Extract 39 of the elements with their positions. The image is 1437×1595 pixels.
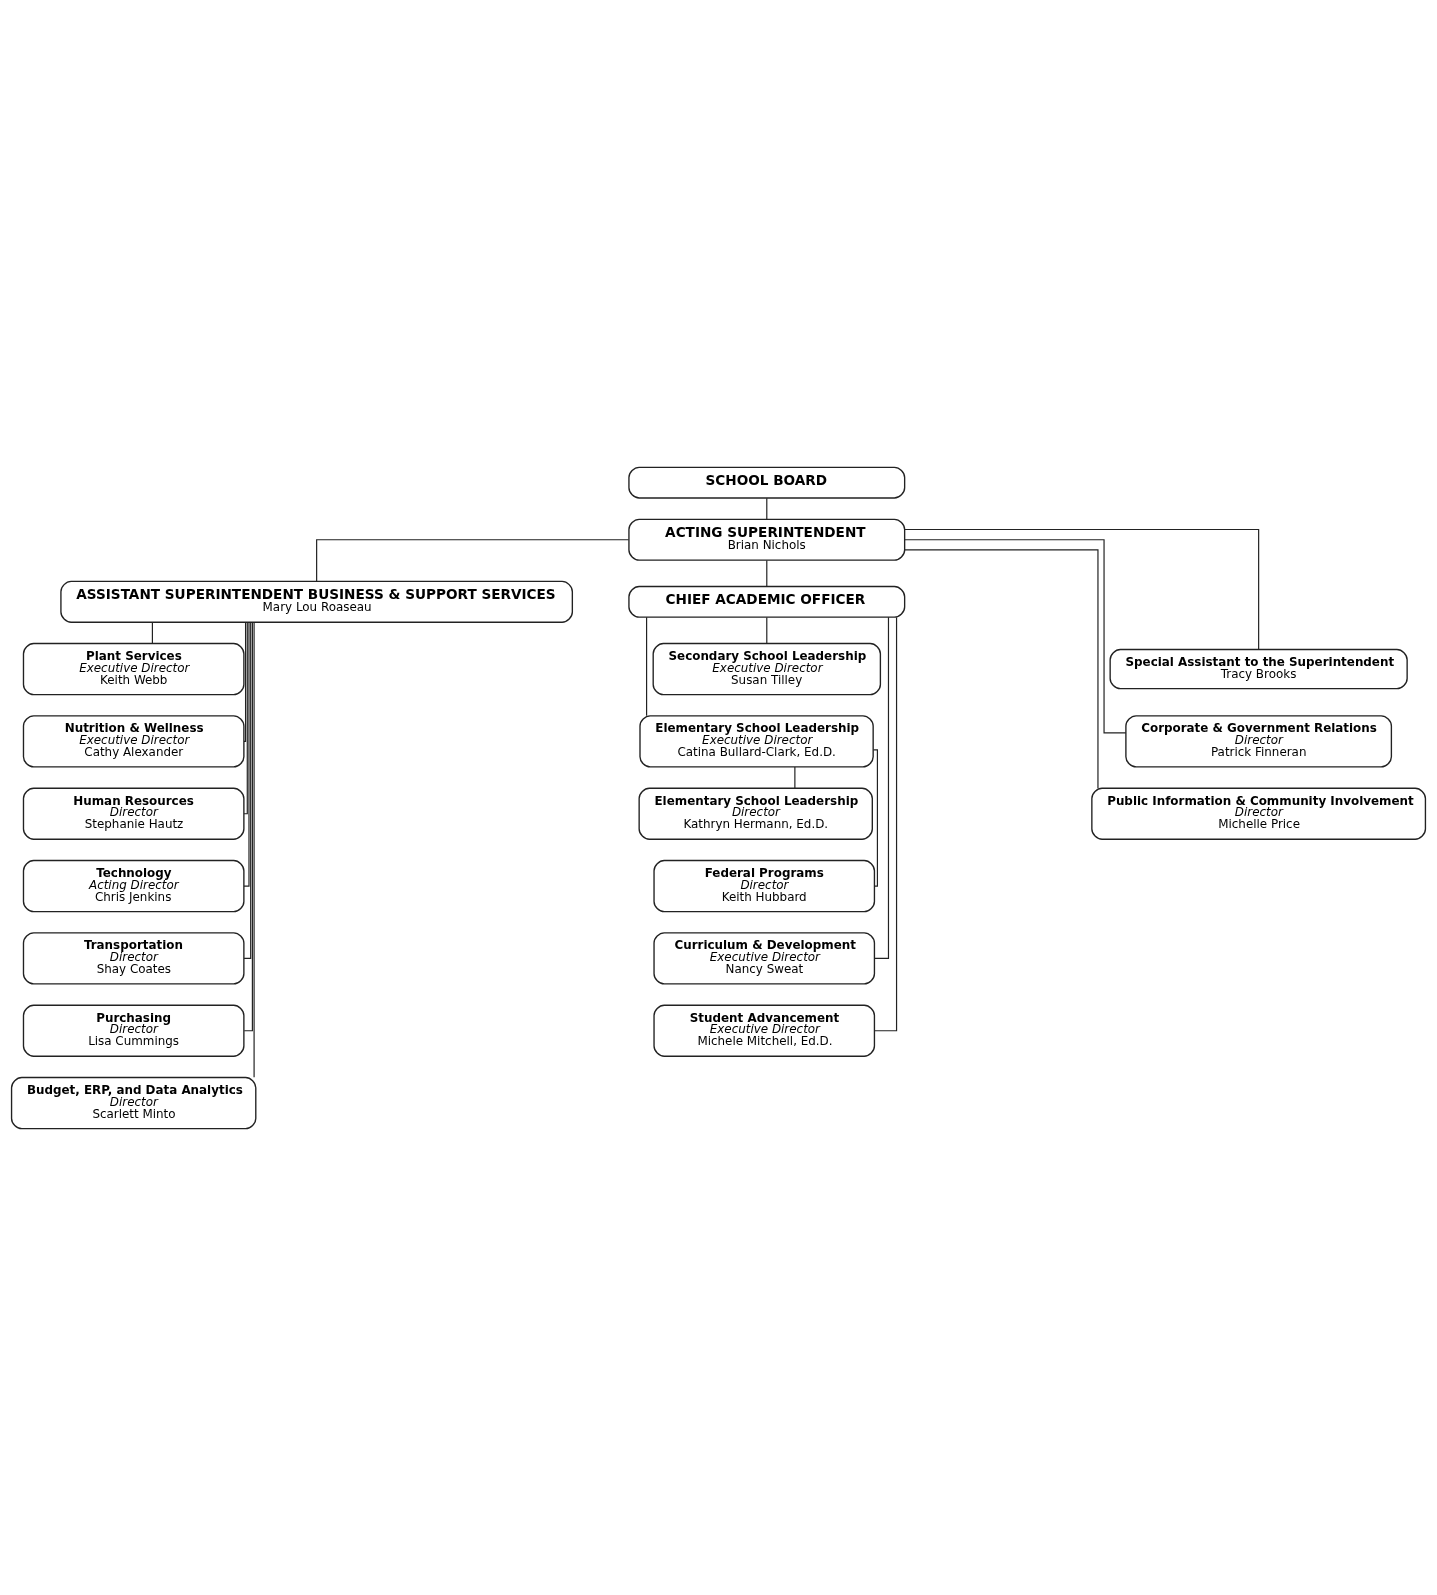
connector xyxy=(794,766,796,789)
connector xyxy=(874,616,898,1031)
connector xyxy=(904,548,1099,789)
connector xyxy=(151,621,153,644)
node-box: Student Advancement Executive Director Michele Mitchell, Ed.D. xyxy=(653,1004,876,1057)
connector xyxy=(766,497,768,520)
node-box: Secondary School Leadership Executive Director Susan Tilley xyxy=(652,642,882,695)
connector xyxy=(243,621,253,1031)
node-box: ASSISTANT SUPERINTENDENT BUSINESS & SUPPORT SERVICES Mary Lou Roaseau xyxy=(60,580,574,623)
node-box: Nutrition & Wellness Executive Director Cathy Alexander xyxy=(22,714,245,768)
node-box: Corporate & Government Relations Director Patrick Finneran xyxy=(1125,714,1393,768)
node-box: Elementary School Leadership Executive Director Catina Bullard-Clark, Ed.D. xyxy=(639,714,874,768)
connector xyxy=(646,616,648,716)
connector xyxy=(766,616,768,644)
node-box: Transportation Director Shay Coates xyxy=(22,931,245,985)
connector xyxy=(253,621,255,1078)
node-box: Plant Services Executive Director Keith Webb xyxy=(22,642,245,695)
node-box: Budget, ERP, and Data Analytics Director Scarlett Minto xyxy=(10,1076,257,1129)
connector xyxy=(766,559,768,587)
connector xyxy=(873,616,890,959)
node-box: ACTING SUPERINTENDENT Brian Nichols xyxy=(628,518,906,561)
connector xyxy=(243,621,252,959)
node-box: Curriculum & Development Executive Director Nancy Sweat xyxy=(653,931,876,985)
connector xyxy=(316,538,630,582)
node-box: Special Assistant to the Superintendent Tracy Brooks xyxy=(1109,648,1408,689)
node-box: Federal Programs Director Keith Hubbard xyxy=(653,859,876,912)
node-box: CHIEF ACADEMIC OFFICER xyxy=(628,585,906,618)
node-box: SCHOOL BOARD xyxy=(628,466,906,499)
connector xyxy=(904,528,1260,650)
connector xyxy=(243,621,248,814)
node-box: Technology Acting Director Chris Jenkins xyxy=(22,859,245,912)
node-box: Elementary School Leadership Director Kathryn Hermann, Ed.D. xyxy=(638,787,873,840)
connector xyxy=(904,538,1127,733)
connector xyxy=(243,621,247,742)
node-box: Human Resources Director Stephanie Hautz xyxy=(22,787,245,840)
connector xyxy=(243,621,250,887)
node-box: Public Information & Community Involvement Director Michelle Price xyxy=(1091,787,1427,840)
node-box: Purchasing Director Lisa Cummings xyxy=(22,1004,245,1057)
connector xyxy=(872,748,878,887)
